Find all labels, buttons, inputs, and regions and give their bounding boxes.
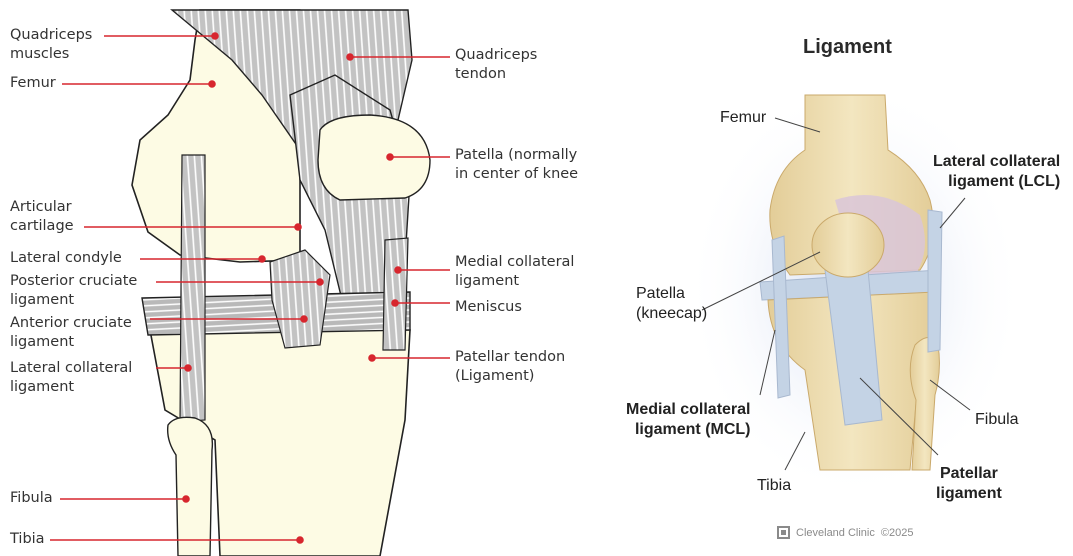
- label-patella-right-line1: Patella: [636, 284, 707, 304]
- label-lateral-collateral-line2: ligament: [10, 378, 132, 397]
- credit-copyright: ©2025: [881, 527, 914, 539]
- label-posterior-cruciate-line1: Posterior cruciate: [10, 272, 137, 291]
- label-tibia-right: Tibia: [757, 476, 791, 496]
- label-femur-left: Femur: [10, 74, 56, 93]
- label-tibia-left: Tibia: [10, 530, 45, 549]
- label-articular-cartilage-line2: cartilage: [10, 217, 74, 236]
- label-quadriceps-muscles-line1: Quadriceps: [10, 26, 92, 45]
- label-mcl: Medial collateral ligament (MCL): [626, 400, 751, 440]
- right-ligament-diagram-panel: Ligament: [620, 0, 1073, 556]
- credit-line: Cleveland Clinic ©2025: [777, 526, 913, 539]
- label-anterior-cruciate-line1: Anterior cruciate: [10, 314, 132, 333]
- label-anterior-cruciate: Anterior cruciate ligament: [10, 314, 132, 352]
- label-patellar-ligament-line1: Patellar: [936, 464, 1002, 484]
- label-quadriceps-tendon-line1: Quadriceps: [455, 46, 537, 65]
- label-medial-collateral-left-line2: ligament: [455, 272, 574, 291]
- label-lateral-collateral: Lateral collateral ligament: [10, 359, 132, 397]
- label-patella-left-line1: Patella (normally: [455, 146, 578, 165]
- label-anterior-cruciate-line2: ligament: [10, 333, 132, 352]
- label-mcl-line2: ligament (MCL): [626, 420, 751, 440]
- label-patellar-tendon-line2: (Ligament): [455, 367, 565, 386]
- medial-collateral-ligament-shape: [383, 238, 408, 350]
- patella-bone-right: [812, 213, 884, 277]
- label-posterior-cruciate-line2: ligament: [10, 291, 137, 310]
- label-quadriceps-muscles: Quadriceps muscles: [10, 26, 92, 64]
- label-lcl: Lateral collateral ligament (LCL): [933, 152, 1060, 192]
- label-lateral-condyle: Lateral condyle: [10, 249, 122, 268]
- label-patellar-tendon: Patellar tendon (Ligament): [455, 348, 565, 386]
- label-patella-left: Patella (normally in center of knee: [455, 146, 578, 184]
- credit-brand: Cleveland Clinic: [796, 527, 875, 539]
- lateral-collateral-ligament-shape: [180, 155, 205, 422]
- label-quadriceps-tendon: Quadriceps tendon: [455, 46, 537, 84]
- label-patella-right: Patella (kneecap): [636, 284, 707, 324]
- label-posterior-cruciate: Posterior cruciate ligament: [10, 272, 137, 310]
- fibula-shape: [168, 417, 213, 556]
- label-patellar-tendon-line1: Patellar tendon: [455, 348, 565, 367]
- label-patella-left-line2: in center of knee: [455, 165, 578, 184]
- label-patellar-ligament: Patellar ligament: [936, 464, 1002, 504]
- label-medial-collateral-left-line1: Medial collateral: [455, 253, 574, 272]
- label-quadriceps-tendon-line2: tendon: [455, 65, 537, 84]
- label-femur-right: Femur: [720, 108, 766, 128]
- label-medial-collateral-left: Medial collateral ligament: [455, 253, 574, 291]
- label-meniscus: Meniscus: [455, 298, 522, 317]
- label-fibula-left: Fibula: [10, 489, 53, 508]
- label-fibula-right: Fibula: [975, 410, 1019, 430]
- label-lcl-line2: ligament (LCL): [933, 172, 1060, 192]
- label-articular-cartilage: Articular cartilage: [10, 198, 74, 236]
- label-lcl-line1: Lateral collateral: [933, 152, 1060, 172]
- label-mcl-line1: Medial collateral: [626, 400, 751, 420]
- label-lateral-collateral-line1: Lateral collateral: [10, 359, 132, 378]
- label-patella-right-line2: (kneecap): [636, 304, 707, 324]
- cleveland-clinic-logo-icon: [777, 526, 790, 539]
- label-patellar-ligament-line2: ligament: [936, 484, 1002, 504]
- right-knee-illustration: [620, 0, 1073, 556]
- label-quadriceps-muscles-line2: muscles: [10, 45, 92, 64]
- lcl-ligament-right: [928, 210, 942, 352]
- left-knee-diagram-panel: Quadriceps muscles Femur Articular carti…: [0, 0, 620, 556]
- label-articular-cartilage-line1: Articular: [10, 198, 74, 217]
